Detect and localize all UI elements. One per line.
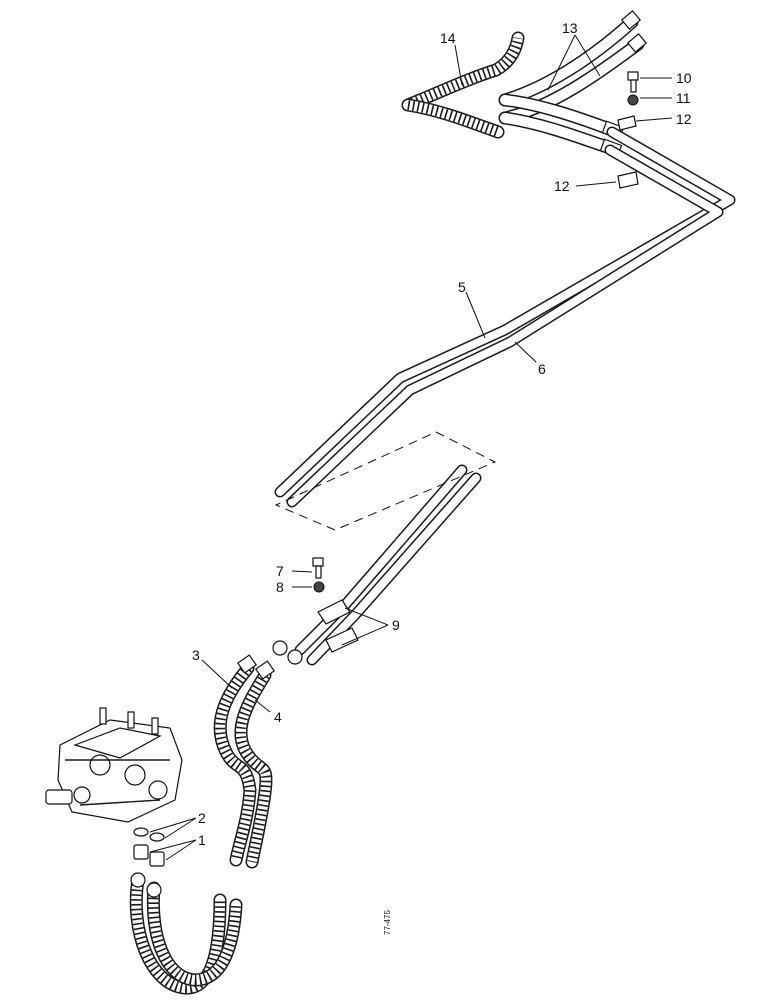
callout-11: 11 xyxy=(676,90,691,106)
drawing-reference-code: 77-475 xyxy=(383,910,392,935)
callout-10: 10 xyxy=(676,70,692,86)
hose-fitting xyxy=(146,882,162,898)
callout-12-upper: 12 xyxy=(676,111,692,127)
callout-13: 13 xyxy=(562,20,578,36)
callout-4: 4 xyxy=(274,709,282,725)
callout-7: 7 xyxy=(276,563,284,579)
bottom-hose-pair xyxy=(129,873,243,995)
callout-5: 5 xyxy=(458,279,466,295)
callout-3: 3 xyxy=(192,647,200,663)
callout-9: 9 xyxy=(392,617,400,633)
clip-12-lower xyxy=(617,171,639,189)
callout-8: 8 xyxy=(276,579,284,595)
hose-3 xyxy=(213,661,257,867)
nut-11 xyxy=(627,94,639,106)
callout-6: 6 xyxy=(538,361,546,377)
callout-14: 14 xyxy=(440,30,456,46)
callout-12-lower: 12 xyxy=(554,178,570,194)
pipe-clamps-9 xyxy=(317,599,359,653)
pipe-fitting xyxy=(287,649,303,665)
bolt-10 xyxy=(627,71,639,93)
bolt-7 xyxy=(312,557,324,579)
pipe-break-indicator xyxy=(274,431,497,531)
leader-lines xyxy=(149,34,673,861)
nut-8 xyxy=(313,581,325,593)
hose-4 xyxy=(234,668,273,869)
rigid-pipe-pair-5-6 xyxy=(274,126,736,508)
control-valve-block xyxy=(45,707,183,823)
callout-1: 1 xyxy=(198,832,206,848)
clip-12-upper xyxy=(617,115,637,131)
pipe-fitting xyxy=(272,640,288,656)
hose-fitting xyxy=(130,872,146,888)
lower-pipe-section xyxy=(294,464,482,666)
o-rings-2 xyxy=(133,827,165,842)
spiral-hose-guard-14 xyxy=(401,31,525,139)
adaptors-1 xyxy=(133,844,165,867)
callout-2: 2 xyxy=(198,810,206,826)
